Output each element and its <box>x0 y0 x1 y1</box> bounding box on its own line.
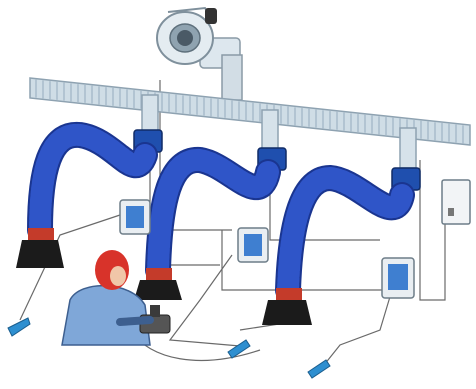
clamp-3 <box>308 360 330 378</box>
blower-fan <box>157 8 242 100</box>
control-unit-2 <box>238 228 268 262</box>
wall-panel <box>442 180 470 224</box>
flexible-hoses <box>40 135 402 290</box>
hood-center <box>134 268 182 300</box>
hood-left <box>16 228 64 268</box>
control-unit-1 <box>120 200 150 234</box>
clamp-1 <box>8 318 30 336</box>
control-unit-3 <box>382 258 414 298</box>
clamp-2 <box>228 340 250 358</box>
hood-right <box>262 288 312 325</box>
